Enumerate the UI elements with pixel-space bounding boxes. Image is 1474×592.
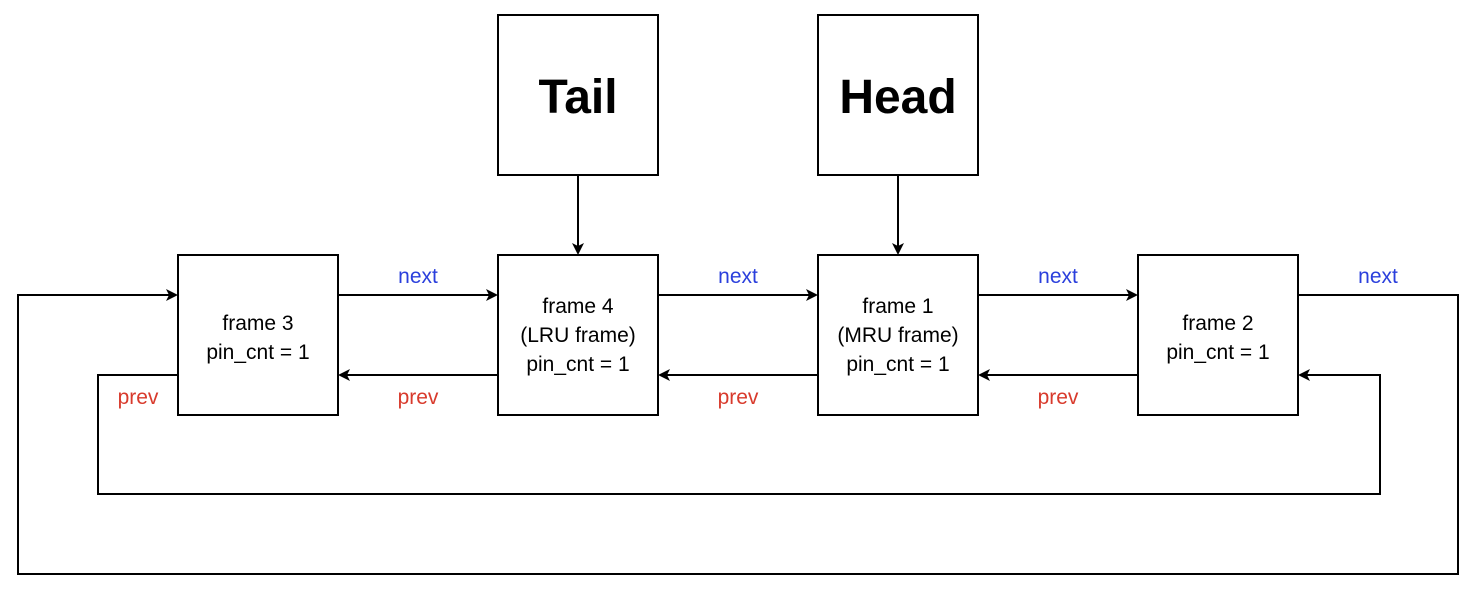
next-arrow-2-to-3-wrap [17, 289, 1459, 575]
prev-arrow-3-to-2-wrap [97, 369, 1381, 495]
next-label-1-to-2: next [1038, 265, 1078, 288]
frame-4-role: (LRU frame) [520, 324, 636, 347]
prev-label-1-to-4: prev [718, 386, 759, 409]
frame-1-role: (MRU frame) [837, 324, 958, 347]
prev-label-2-to-1: prev [1038, 386, 1079, 409]
frame-1-node: frame 1 (MRU frame) pin_cnt = 1 [817, 254, 979, 416]
prev-label-3-to-2: prev [118, 386, 159, 409]
frame-2-node: frame 2 pin_cnt = 1 [1137, 254, 1299, 416]
frame-3-pin-count: pin_cnt = 1 [206, 341, 309, 364]
frame-3-node: frame 3 pin_cnt = 1 [177, 254, 339, 416]
frame-2-name: frame 2 [1182, 312, 1253, 335]
tail-pointer: Tail [497, 14, 659, 176]
prev-label-4-to-3: prev [398, 386, 439, 409]
frame-2-pin-count: pin_cnt = 1 [1166, 341, 1269, 364]
frame-1-pin-count: pin_cnt = 1 [846, 353, 949, 376]
next-label-2-to-3: next [1358, 265, 1398, 288]
head-label: Head [839, 71, 956, 124]
tail-label: Tail [538, 71, 617, 124]
next-label-4-to-1: next [718, 265, 758, 288]
frame-3-name: frame 3 [222, 312, 293, 335]
frame-4-node: frame 4 (LRU frame) pin_cnt = 1 [497, 254, 659, 416]
head-pointer: Head [817, 14, 979, 176]
frame-4-pin-count: pin_cnt = 1 [526, 353, 629, 376]
frame-1-name: frame 1 [862, 295, 933, 318]
next-label-3-to-4: next [398, 265, 438, 288]
frame-4-name: frame 4 [542, 295, 614, 318]
